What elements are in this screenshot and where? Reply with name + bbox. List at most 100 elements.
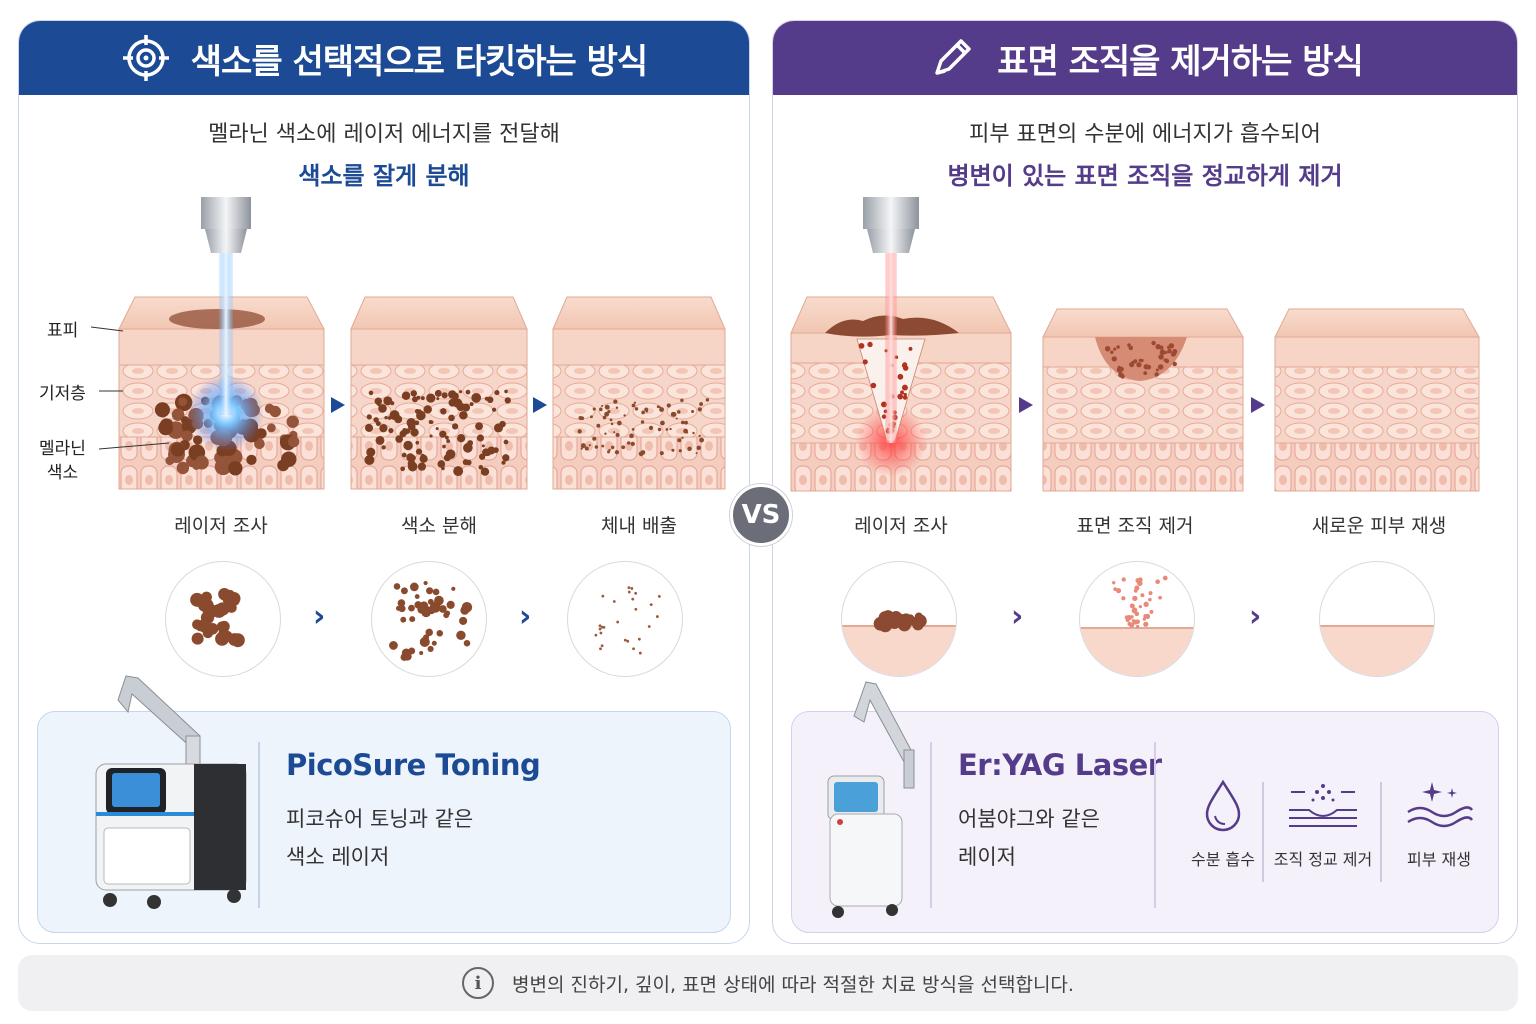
pigment-particle xyxy=(1134,585,1140,591)
pigment-particle xyxy=(1127,343,1131,347)
pigment-particle xyxy=(417,462,427,471)
pigment-particle xyxy=(423,405,432,414)
pigment-particle xyxy=(632,647,635,651)
pigment-particle xyxy=(681,436,684,439)
pigment-particle xyxy=(629,433,634,439)
pigment-particle xyxy=(277,459,290,472)
pigment-particle xyxy=(434,389,442,397)
pigment-particle xyxy=(419,636,430,647)
right-header: 표면 조직을 제거하는 방식 xyxy=(773,21,1517,95)
pigment-particle xyxy=(502,454,510,462)
pigment-particle xyxy=(481,444,485,448)
pigment-particle xyxy=(1135,624,1140,629)
stage-arrow xyxy=(1019,397,1033,413)
pigment-particle xyxy=(436,630,444,637)
pigment-particle xyxy=(641,410,645,415)
pigment-particle xyxy=(1121,596,1126,601)
pigment-particle xyxy=(1110,350,1114,355)
pigment-particle xyxy=(634,607,638,611)
pigment-particle xyxy=(580,447,583,450)
pigment-particle xyxy=(602,625,606,629)
skin-layer xyxy=(842,626,956,676)
pigment-particle xyxy=(379,424,388,433)
pigment-particle xyxy=(176,461,190,475)
pigment-particle xyxy=(699,402,704,406)
pigment-particle xyxy=(1130,615,1134,619)
pigment-particle xyxy=(607,450,611,454)
pigment-particle xyxy=(1143,371,1148,376)
pigment-particle xyxy=(202,627,214,639)
device-name: Er:YAG Laser xyxy=(958,748,1162,782)
pigment-particle xyxy=(420,453,425,458)
pigment-particle xyxy=(400,466,406,472)
pigment-particle xyxy=(439,430,447,438)
pigment-particle xyxy=(640,450,646,455)
label-epidermis: 표피 xyxy=(47,321,79,341)
pigment-particle xyxy=(478,465,484,470)
pigment-particle xyxy=(1111,356,1117,362)
pigment-particle xyxy=(637,637,641,641)
skin-layer xyxy=(1080,628,1194,676)
pigment-particle xyxy=(670,411,676,417)
pigment-particle xyxy=(178,397,188,407)
pigment-particle xyxy=(1172,361,1177,367)
feature-tissue-removal: 조직 정교 제거 xyxy=(1268,778,1378,870)
right-intro-emphasis: 병변이 있는 표면 조직을 정교하게 제거 xyxy=(947,162,1343,190)
pigment-particle xyxy=(902,395,908,400)
pigment-particle xyxy=(1144,613,1151,620)
pigment-particle xyxy=(678,449,682,453)
pigment-particle xyxy=(457,434,466,443)
pigment-particle xyxy=(631,597,635,601)
pigment-particle xyxy=(441,392,448,399)
pigment-particle xyxy=(395,605,402,611)
pigment-particle xyxy=(287,435,300,448)
card-divider xyxy=(258,742,260,908)
zoom-circle-lesion xyxy=(841,561,957,677)
label-melanin: 멜라닌 색소 xyxy=(39,437,86,485)
pigment-particle xyxy=(1104,346,1111,352)
pigment-particle xyxy=(627,441,631,445)
pigment-particle xyxy=(222,591,237,606)
zoom-circle-pigment xyxy=(165,561,281,677)
pigment-particle xyxy=(608,448,611,451)
pigment-particle xyxy=(606,405,610,410)
skin-regeneration-icon xyxy=(1407,782,1474,828)
pigment-particle xyxy=(475,422,484,431)
pigment-particle xyxy=(1148,591,1153,596)
pigment-particle xyxy=(411,396,418,403)
pigment-particle xyxy=(406,453,415,462)
pigment-particle xyxy=(404,428,411,434)
feature-divider xyxy=(1380,782,1382,882)
pigment-particle xyxy=(439,605,447,613)
zoom-circle-fragments xyxy=(371,561,487,677)
feature-label: 수분 흡수 xyxy=(1191,850,1255,869)
pigment-particle xyxy=(491,407,497,412)
pigment-particle xyxy=(368,390,374,396)
pigment-particle xyxy=(431,640,437,646)
pigment-particle xyxy=(615,406,619,409)
pigment-particle xyxy=(459,390,463,394)
tissue-removal-icon xyxy=(1289,784,1357,827)
pigment-particle xyxy=(675,417,678,420)
stage-arrow xyxy=(533,397,547,413)
pigment-particle xyxy=(453,466,464,477)
pigment-particle xyxy=(410,428,419,437)
pigment-particle xyxy=(640,420,645,424)
pigment-particle xyxy=(1143,601,1149,607)
pigment-particle xyxy=(228,633,241,646)
right-title: 표면 조직을 제거하는 방식 xyxy=(997,41,1364,82)
pigment-particle xyxy=(897,393,904,400)
pigment-particle xyxy=(1149,609,1154,614)
pigment-particle xyxy=(696,445,701,451)
pigment-particle xyxy=(1116,588,1122,594)
pigment-particle xyxy=(867,341,873,348)
pigment-particle xyxy=(644,407,649,412)
pigment-particle xyxy=(246,454,257,466)
pigment-particle xyxy=(634,591,638,595)
label-melanin-line1: 멜라닌 xyxy=(39,439,86,459)
pigment-particle xyxy=(366,447,376,457)
pigment-particle xyxy=(366,414,372,420)
pigment-particle xyxy=(408,647,416,655)
pigment-particle xyxy=(401,452,407,458)
pigment-particle xyxy=(616,620,620,624)
